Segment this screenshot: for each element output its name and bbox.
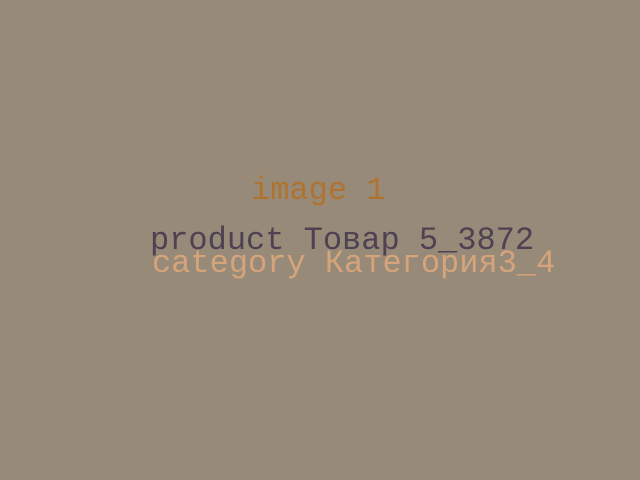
product-text: product Товар 5_3872 [150,222,535,259]
image-label: image 1 [251,172,386,209]
category-text: category Категория3_4 [152,245,556,282]
